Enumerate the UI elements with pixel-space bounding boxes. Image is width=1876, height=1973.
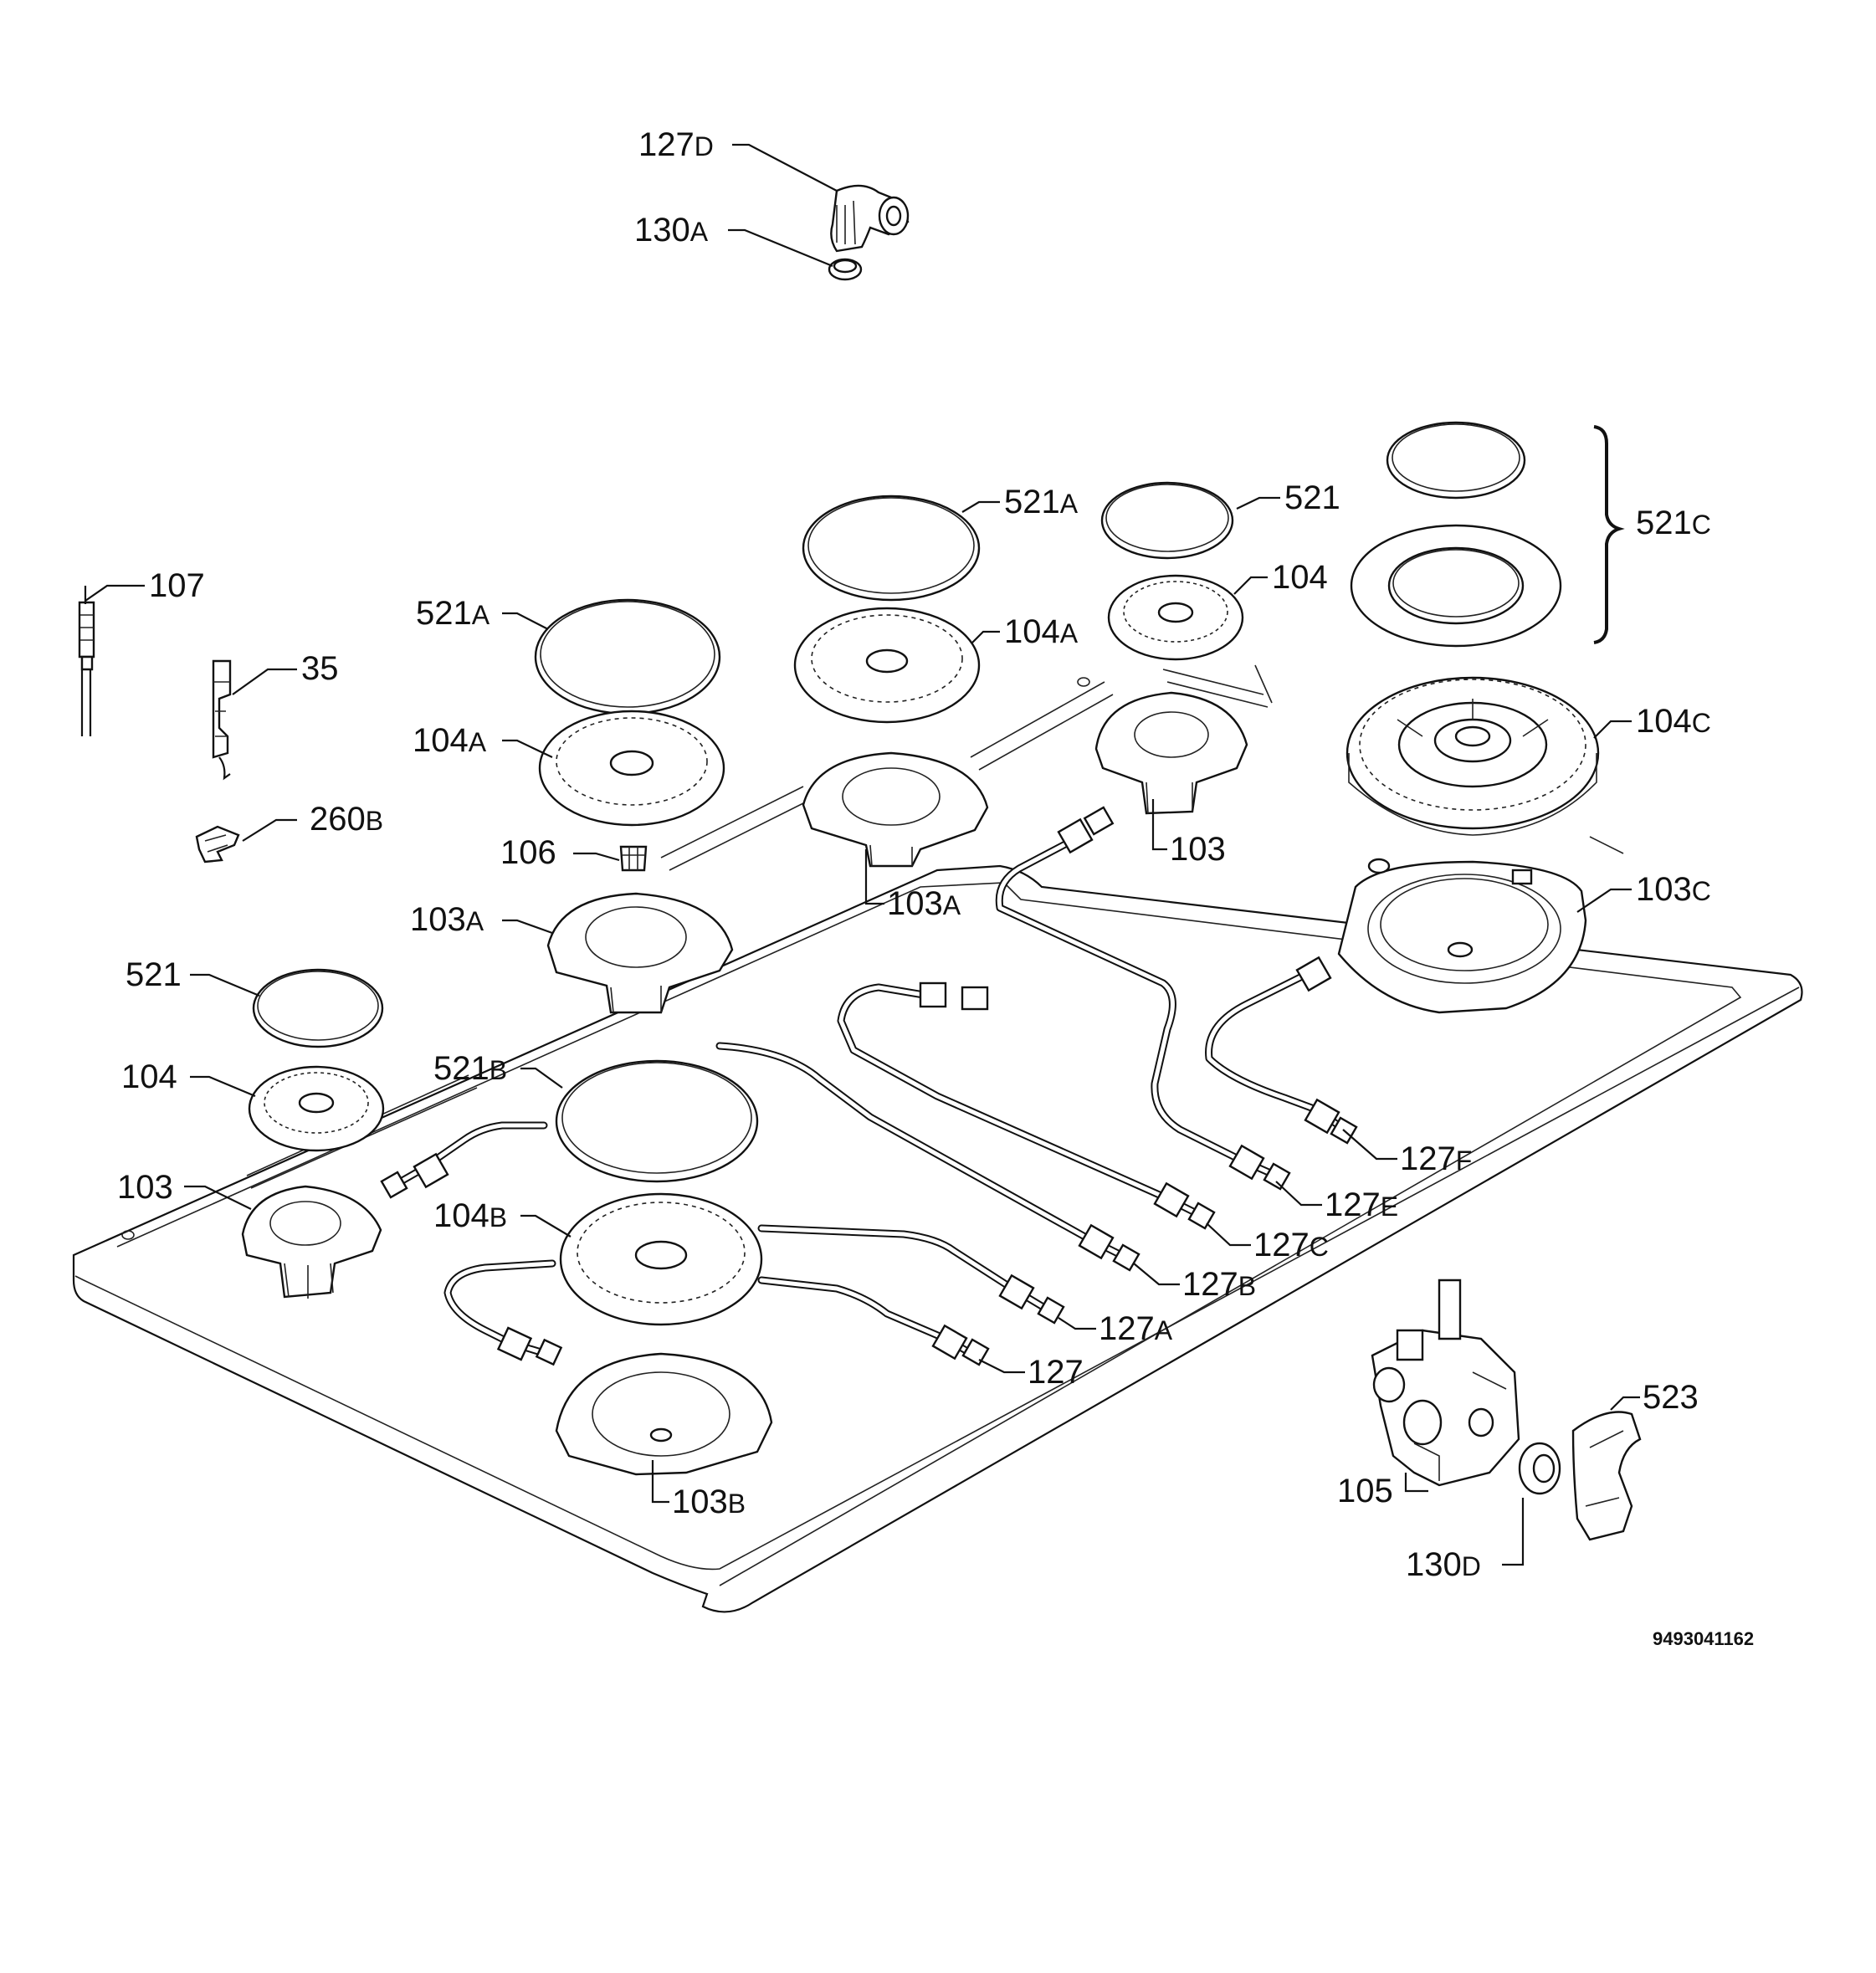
ignition-electrode bbox=[212, 659, 232, 781]
label-521-left: 521 bbox=[126, 956, 182, 993]
label-127: 127 bbox=[1028, 1354, 1084, 1391]
label-103a-center: 103A bbox=[887, 885, 961, 922]
label-105: 105 bbox=[1337, 1473, 1393, 1509]
label-104a-center: 104A bbox=[1004, 613, 1079, 650]
label-127a: 127A bbox=[1099, 1310, 1173, 1347]
label-127c: 127C bbox=[1253, 1227, 1329, 1263]
burner-cap-medium-center bbox=[555, 1059, 759, 1183]
reference-code: 9493041162 bbox=[1653, 1628, 1754, 1649]
wok-burner-body bbox=[1337, 858, 1587, 1014]
burner-cap-large-center bbox=[802, 495, 981, 602]
label-127d: 127D bbox=[638, 126, 714, 163]
part-labels: 127D 130A 107 35 260B 521A 104A 106 103A… bbox=[117, 126, 1711, 1583]
label-103a-left: 103A bbox=[410, 901, 484, 938]
leader-lines bbox=[85, 143, 1640, 1566]
label-104b: 104B bbox=[433, 1197, 507, 1234]
label-260b: 260B bbox=[310, 801, 383, 838]
wok-cap-outer-ring bbox=[1350, 524, 1562, 648]
label-103-left: 103 bbox=[117, 1169, 173, 1206]
label-521a-left: 521A bbox=[416, 595, 490, 632]
wok-cap-bracket bbox=[1593, 425, 1625, 644]
burner-cap-large-left bbox=[534, 598, 721, 715]
label-130d: 130D bbox=[1406, 1546, 1481, 1583]
label-521b: 521B bbox=[433, 1050, 507, 1087]
burner-body-small-right bbox=[1094, 691, 1248, 815]
label-103-right: 103 bbox=[1170, 831, 1226, 868]
label-104-left: 104 bbox=[121, 1058, 177, 1095]
flame-spreader-small-left bbox=[248, 1065, 385, 1152]
gasket-washer-top bbox=[828, 258, 863, 281]
label-523: 523 bbox=[1643, 1379, 1699, 1416]
valve-clamp bbox=[1571, 1411, 1642, 1541]
flame-spreader-large-center bbox=[793, 607, 981, 724]
elbow-connector bbox=[830, 184, 910, 253]
gas-pipes bbox=[385, 833, 1343, 1360]
label-104-right: 104 bbox=[1272, 559, 1328, 596]
label-104c: 104C bbox=[1636, 703, 1711, 740]
injector-nozzle bbox=[619, 845, 648, 872]
wok-cap-inner bbox=[1386, 421, 1526, 500]
label-103c: 103C bbox=[1636, 871, 1711, 908]
burner-body-small-left bbox=[241, 1185, 382, 1299]
flame-spreader-small-right bbox=[1107, 574, 1244, 661]
label-130a: 130A bbox=[634, 212, 709, 249]
label-127e: 127E bbox=[1325, 1186, 1398, 1223]
label-103b: 103B bbox=[672, 1484, 746, 1520]
pipe-fittings bbox=[380, 806, 1358, 1366]
flame-spreader-large-left bbox=[538, 710, 725, 827]
label-104a-left: 104A bbox=[413, 722, 487, 759]
burner-cap-small-right bbox=[1100, 481, 1234, 560]
burner-body-medium-center bbox=[555, 1352, 773, 1476]
label-521a-center: 521A bbox=[1004, 484, 1079, 520]
spring-clip bbox=[195, 825, 240, 864]
burner-body-large-center bbox=[802, 751, 989, 868]
burner-body-large-left bbox=[546, 892, 734, 1014]
label-127f: 127F bbox=[1400, 1140, 1472, 1177]
label-521c: 521C bbox=[1636, 505, 1711, 541]
label-107: 107 bbox=[149, 567, 205, 604]
label-521-right: 521 bbox=[1284, 479, 1340, 516]
label-35: 35 bbox=[301, 650, 339, 687]
hob-plate bbox=[72, 664, 1803, 1613]
burner-cap-small-left bbox=[252, 968, 384, 1048]
label-127b: 127B bbox=[1182, 1266, 1256, 1303]
valve-gasket bbox=[1518, 1442, 1561, 1495]
label-106: 106 bbox=[500, 834, 556, 871]
flame-spreader-medium-center bbox=[559, 1192, 763, 1326]
wok-flame-spreader bbox=[1345, 676, 1600, 836]
thermocouple bbox=[78, 586, 95, 736]
gas-tap-valve bbox=[1371, 1279, 1520, 1487]
